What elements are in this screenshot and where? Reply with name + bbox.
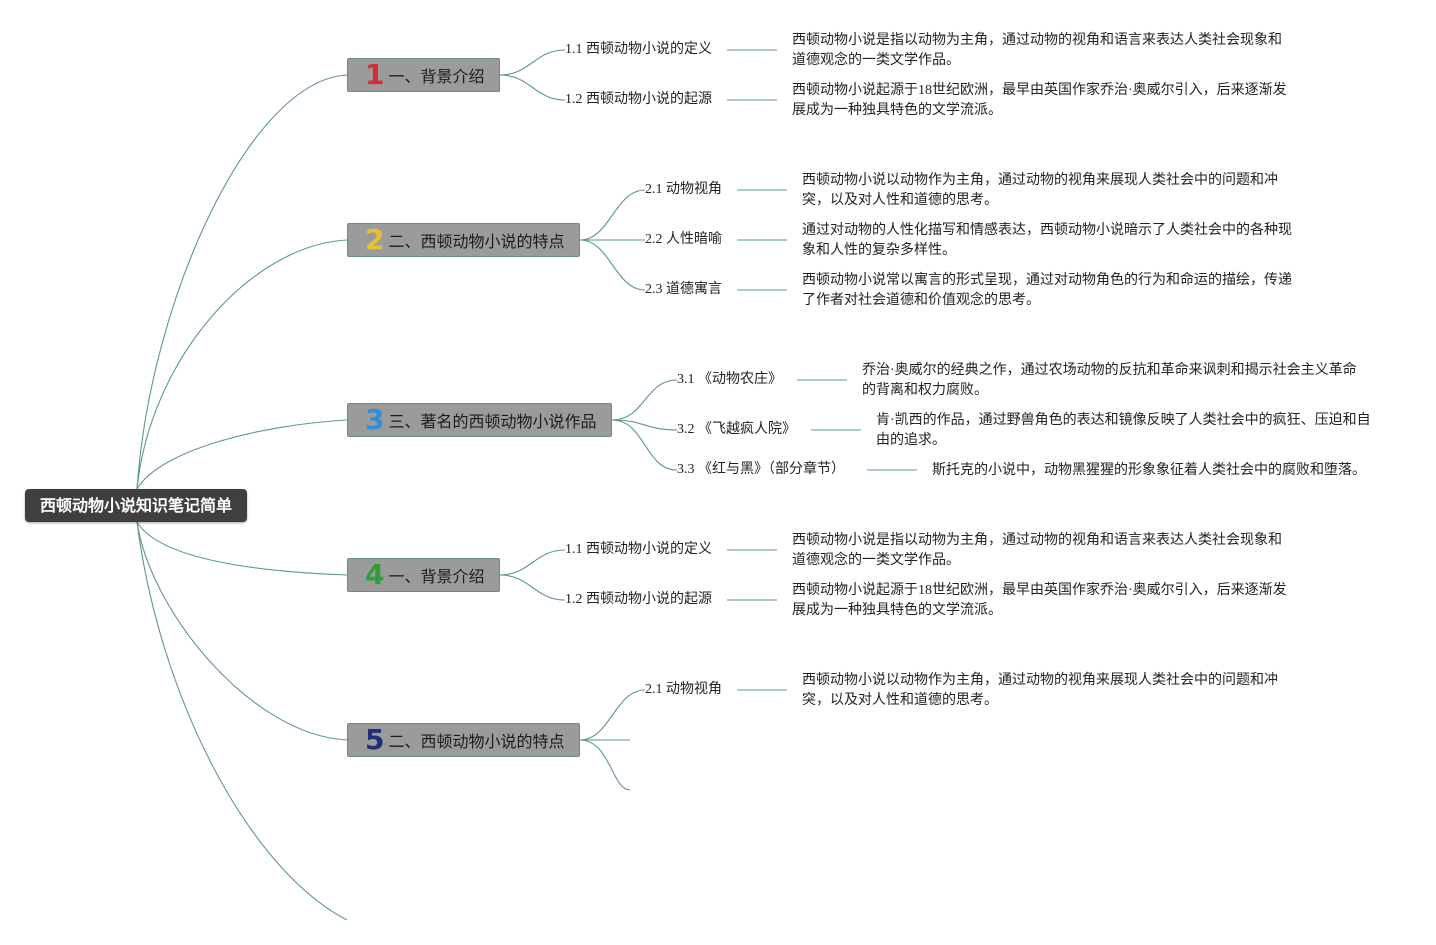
detail-4-1[interactable]: 西顿动物小说是指以动物为主角，通过动物的视角和语言来表达人类社会现象和道德观念的… (792, 533, 1282, 568)
branch-title: 三、著名的西顿动物小说作品 (388, 412, 597, 431)
detail-2-1[interactable]: 西顿动物小说以动物作为主角，通过动物的视角来展现人类社会中的问题和冲突，以及对人… (802, 173, 1278, 208)
branch-topic-3[interactable]: 3 三、著名的西顿动物小说作品 (347, 403, 612, 437)
branch-title: 一、背景介绍 (388, 567, 485, 586)
subtopic-3-1[interactable]: 3.1 《动物农庄》 (677, 372, 782, 387)
root-topic[interactable]: 西顿动物小说知识笔记简单 (25, 489, 247, 522)
subtopic-2-1[interactable]: 2.1 动物视角 (645, 182, 722, 197)
subtopic-3-3[interactable]: 3.3 《红与黑》（部分章节） (677, 462, 845, 477)
branch-topic-1[interactable]: 1 一、背景介绍 (347, 58, 500, 92)
branch-topic-5[interactable]: 5 二、西顿动物小说的特点 (347, 723, 580, 757)
detail-4-2[interactable]: 西顿动物小说起源于18世纪欧洲，最早由英国作家乔治·奥威尔引入，后来逐渐发展成为… (792, 583, 1287, 618)
number-5-icon: 5 (365, 723, 385, 756)
detail-3-2[interactable]: 肯·凯西的作品，通过野兽角色的表达和镜像反映了人类社会中的疯狂、压迫和自由的追求… (876, 413, 1371, 448)
detail-1-2[interactable]: 西顿动物小说起源于18世纪欧洲，最早由英国作家乔治·奥威尔引入，后来逐渐发展成为… (792, 83, 1287, 118)
branch-title: 二、西顿动物小说的特点 (388, 232, 565, 251)
detail-2-3[interactable]: 西顿动物小说常以寓言的形式呈现，通过对动物角色的行为和命运的描绘，传递了作者对社… (802, 273, 1292, 308)
detail-2-2[interactable]: 通过对动物的人性化描写和情感表达，西顿动物小说暗示了人类社会中的各种现象和人性的… (802, 223, 1292, 258)
subtopic-4-1[interactable]: 1.1 西顿动物小说的定义 (565, 542, 712, 557)
number-2-icon: 2 (365, 223, 385, 256)
branch-title: 二、西顿动物小说的特点 (388, 732, 565, 751)
branch-title: 一、背景介绍 (388, 67, 485, 86)
subtopic-1-1[interactable]: 1.1 西顿动物小说的定义 (565, 42, 712, 57)
subtopic-4-2[interactable]: 1.2 西顿动物小说的起源 (565, 592, 712, 607)
detail-1-1[interactable]: 西顿动物小说是指以动物为主角，通过动物的视角和语言来表达人类社会现象和道德观念的… (792, 33, 1282, 68)
subtopic-1-2[interactable]: 1.2 西顿动物小说的起源 (565, 92, 712, 107)
branch-topic-4[interactable]: 4 一、背景介绍 (347, 558, 500, 592)
detail-3-3[interactable]: 斯托克的小说中，动物黑猩猩的形象象征着人类社会中的腐败和堕落。 (932, 463, 1366, 478)
subtopic-5-1[interactable]: 2.1 动物视角 (645, 682, 722, 697)
subtopic-2-3[interactable]: 2.3 道德寓言 (645, 282, 722, 297)
detail-5-1[interactable]: 西顿动物小说以动物作为主角，通过动物的视角来展现人类社会中的问题和冲突，以及对人… (802, 673, 1278, 708)
subtopic-3-2[interactable]: 3.2 《飞越疯人院》 (677, 422, 796, 437)
subtopic-2-2[interactable]: 2.2 人性暗喻 (645, 232, 722, 247)
branch-topic-2[interactable]: 2 二、西顿动物小说的特点 (347, 223, 580, 257)
number-1-icon: 1 (365, 58, 385, 91)
detail-3-1[interactable]: 乔治·奥威尔的经典之作，通过农场动物的反抗和革命来讽刺和揭示社会主义革命的背离和… (862, 363, 1357, 398)
number-4-icon: 4 (365, 558, 385, 591)
number-3-icon: 3 (365, 403, 385, 436)
